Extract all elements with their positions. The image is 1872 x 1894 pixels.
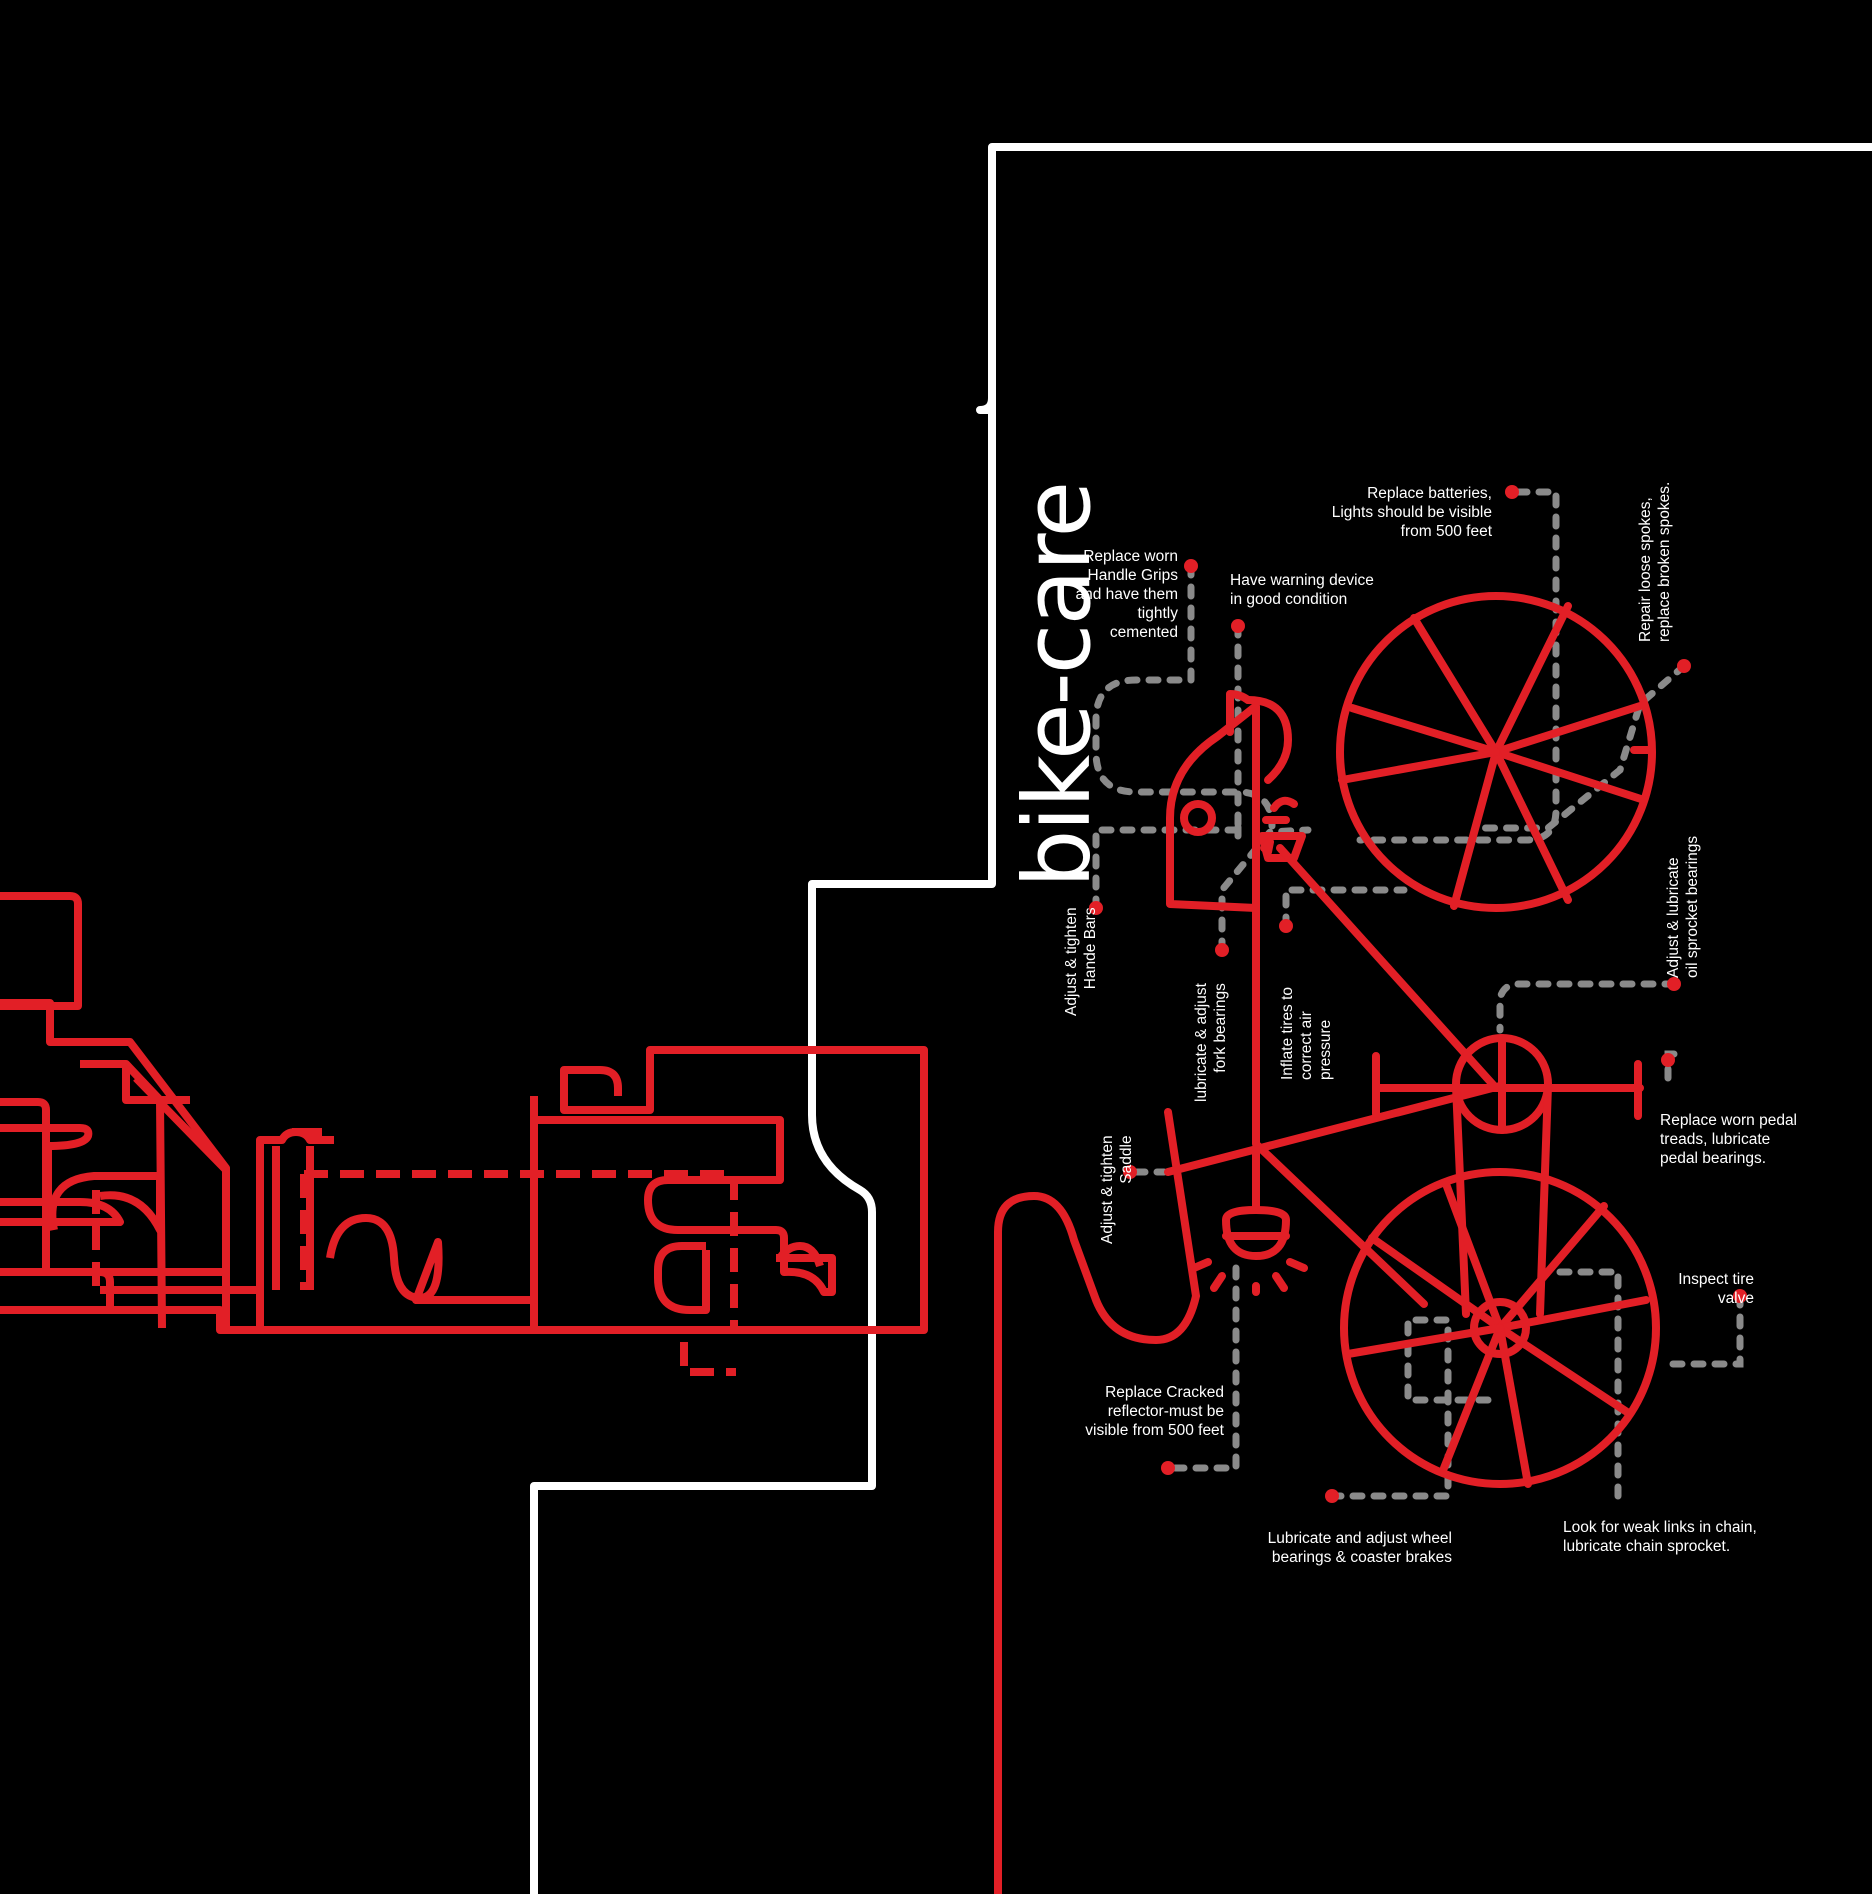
bicycle-illustration xyxy=(1164,592,1660,1488)
headlight xyxy=(1166,702,1260,912)
front-wheel xyxy=(1336,592,1656,912)
machine-illustration xyxy=(0,892,928,1334)
white-route-line xyxy=(530,143,1872,1894)
label-handle-bars: Adjust & tighten Hande Bars xyxy=(1063,907,1099,1016)
label-batteries: Replace batteries, Lights should be visi… xyxy=(1331,485,1492,540)
page-title: bike-care xyxy=(1004,482,1111,888)
label-wheel-bearings: Lubricate and adjust wheel bearings & co… xyxy=(1267,1530,1452,1566)
label-handle-grips: Replace worn Handle Grips and have them … xyxy=(1075,548,1178,641)
machine-dashed-lines xyxy=(92,1170,738,1376)
label-tire-valve: Inspect tire valve xyxy=(1678,1271,1754,1307)
label-reflector: Replace Cracked reflector-must be visibl… xyxy=(1085,1384,1224,1439)
label-pedal-treads: Replace worn pedal treads, lubricate ped… xyxy=(1660,1112,1798,1167)
rear-wheel xyxy=(1340,1168,1660,1488)
label-sprocket-bearings: Adjust & lubricate oil sprocket bearings xyxy=(1665,835,1701,978)
red-route-line xyxy=(994,1108,1201,1894)
label-fork-bearings: lubricate & adjust fork bearings xyxy=(1193,983,1229,1102)
label-saddle: Adjust & tighten Saddle xyxy=(1099,1135,1135,1244)
label-tires: Inflate tires to correct air pressure xyxy=(1279,986,1334,1080)
label-spokes: Repair loose spokes, replace broken spok… xyxy=(1637,481,1673,642)
label-warning-device: Have warning device in good condition xyxy=(1230,572,1374,608)
label-chain: Look for weak links in chain, lubricate … xyxy=(1563,1519,1757,1555)
annotation-dots xyxy=(1089,485,1747,1503)
